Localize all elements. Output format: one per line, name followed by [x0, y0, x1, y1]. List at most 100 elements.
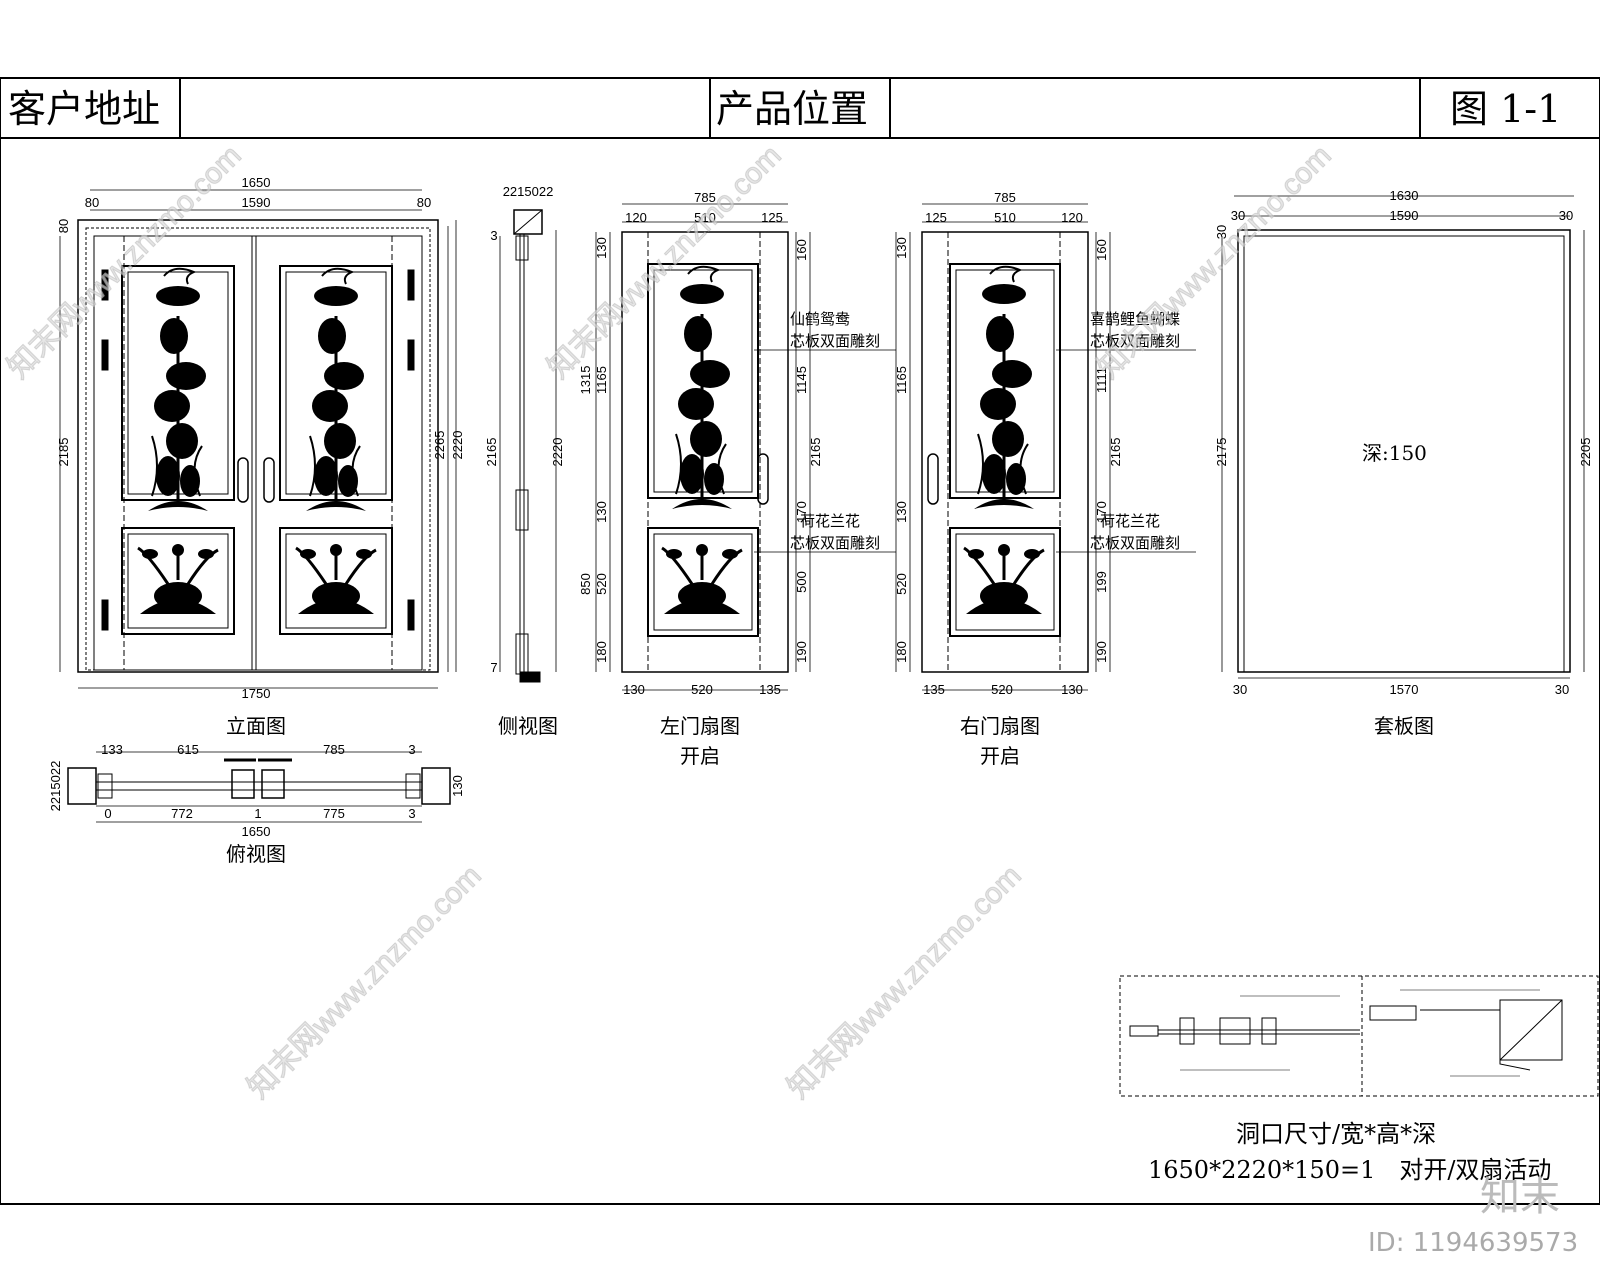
watermark-text: 知末网www.znzmo.com [1092, 139, 1338, 385]
left-lower-note-2: 芯板双面雕刻 [790, 534, 880, 552]
tv-e: 0 [104, 806, 111, 821]
ll-b: 510 [694, 210, 716, 225]
side-7: 7 [490, 660, 497, 675]
tv-h: 775 [323, 806, 345, 821]
rl-l5: 180 [894, 641, 909, 663]
rl-r4: 170 [1094, 501, 1109, 523]
tv-right: 130 [450, 775, 465, 797]
ll-l4: 130 [594, 501, 609, 523]
elev-top: 80 [56, 219, 71, 233]
left-lower-note-1: 荷花兰花 [800, 512, 860, 530]
ll-r1: 160 [794, 239, 809, 261]
rl-b3: 130 [1061, 682, 1083, 697]
ll-l7: 180 [594, 641, 609, 663]
rl-l2: 1165 [894, 366, 909, 394]
tv-total: 1650 [242, 824, 271, 839]
ll-r3: 2165 [808, 438, 823, 467]
client-address-label: 客户地址 [8, 87, 161, 131]
top-view-label: 俯视图 [226, 842, 286, 866]
side-top-dim: 2215022 [503, 184, 554, 199]
tv-f: 772 [171, 806, 193, 821]
figure-label: 图 1-1 [1450, 87, 1562, 131]
cs-left: 2175 [1214, 438, 1229, 467]
right-upper-note-1: 喜鹊鲤鱼蝴蝶 [1090, 310, 1180, 328]
watermark-id: ID: 1194639573 [1368, 1228, 1579, 1258]
side-view-drawing [499, 209, 557, 683]
cs-width: 1630 [1390, 188, 1419, 203]
elev-bottom-width: 1750 [242, 686, 271, 701]
ll-l1: 130 [594, 237, 609, 259]
elev-side-right: 80 [417, 195, 431, 210]
ll-r2: 1145 [794, 366, 809, 394]
watermark-text: 知末网www.znzmo.com [242, 859, 488, 1105]
opening-size-title: 洞口尺寸/宽*高*深 [1236, 1120, 1437, 1148]
rl-b1: 135 [923, 682, 945, 697]
rl-b: 510 [994, 210, 1016, 225]
ll-l6: 520 [594, 573, 609, 595]
rl-b2: 520 [991, 682, 1013, 697]
rl-a: 125 [925, 210, 947, 225]
right-leaf-label: 右门扇图 [960, 714, 1040, 738]
right-leaf-drawing [895, 203, 1196, 691]
cs-a: 30 [1231, 208, 1245, 223]
right-upper-note-2: 芯板双面雕刻 [1090, 332, 1180, 350]
rl-width: 785 [994, 190, 1016, 205]
tv-i: 3 [408, 806, 415, 821]
product-position-label: 产品位置 [716, 87, 869, 131]
ll-l5: 850 [578, 573, 593, 595]
ll-width: 785 [694, 190, 716, 205]
rl-l1: 130 [894, 237, 909, 259]
watermark-text: 知末网www.znzmo.com [2, 139, 248, 385]
ll-a: 120 [625, 210, 647, 225]
ll-l2: 1315 [578, 366, 593, 395]
section-detail [1119, 975, 1599, 1097]
ll-l3: 1165 [594, 366, 609, 394]
ll-r4: 170 [794, 501, 809, 523]
client-address-field[interactable] [182, 80, 708, 138]
left-upper-note-1: 仙鹤鸳鸯 [790, 310, 850, 328]
rl-r3: 2165 [1108, 438, 1123, 467]
tv-left: 2215022 [48, 761, 63, 812]
rl-r6: 190 [1094, 641, 1109, 663]
watermark-text: 知末网www.znzmo.com [542, 139, 788, 385]
ll-r6: 190 [794, 641, 809, 663]
tv-g: 1 [254, 806, 261, 821]
rl-r2: 1111 [1094, 367, 1109, 393]
left-leaf-sublabel: 开启 [680, 744, 720, 768]
cs-right: 2205 [1578, 438, 1593, 467]
rl-l4: 520 [894, 573, 909, 595]
cs-b3: 30 [1555, 682, 1569, 697]
ll-r5: 500 [794, 571, 809, 593]
side-view-label: 侧视图 [498, 714, 558, 738]
tv-d: 3 [408, 742, 415, 757]
elev-right-height-1: 2265 [432, 431, 447, 460]
elev-inner-width: 1590 [242, 195, 271, 210]
side-3: 3 [490, 228, 497, 243]
tv-b: 615 [177, 742, 199, 757]
rl-l3: 130 [894, 501, 909, 523]
cs-top: 30 [1214, 225, 1229, 239]
ll-b2: 520 [691, 682, 713, 697]
casing-depth: 深:150 [1362, 441, 1427, 465]
right-leaf-sublabel: 开启 [980, 744, 1020, 768]
casing-drawing [1221, 195, 1585, 679]
elev-side-left: 80 [85, 195, 99, 210]
elevation-label: 立面图 [226, 714, 286, 738]
elev-right-height-2: 2220 [450, 431, 465, 460]
opening-size-value: 1650*2220*150=1 对开/双扇活动 [1148, 1156, 1552, 1184]
watermark-brand: 知末 [1480, 1174, 1560, 1220]
cs-b: 1590 [1390, 208, 1419, 223]
ll-b3: 135 [759, 682, 781, 697]
right-lower-note-2: 芯板双面雕刻 [1090, 534, 1180, 552]
tv-a: 133 [101, 742, 123, 757]
top-view-drawing [67, 751, 451, 823]
side-height-2: 2220 [550, 438, 565, 467]
product-position-field[interactable] [892, 80, 1418, 138]
cs-b2: 1570 [1390, 682, 1419, 697]
right-lower-note-1: 荷花兰花 [1100, 512, 1160, 530]
rl-c: 120 [1061, 210, 1083, 225]
ll-c: 125 [761, 210, 783, 225]
rl-r1: 160 [1094, 239, 1109, 261]
side-height-1: 2165 [484, 438, 499, 467]
